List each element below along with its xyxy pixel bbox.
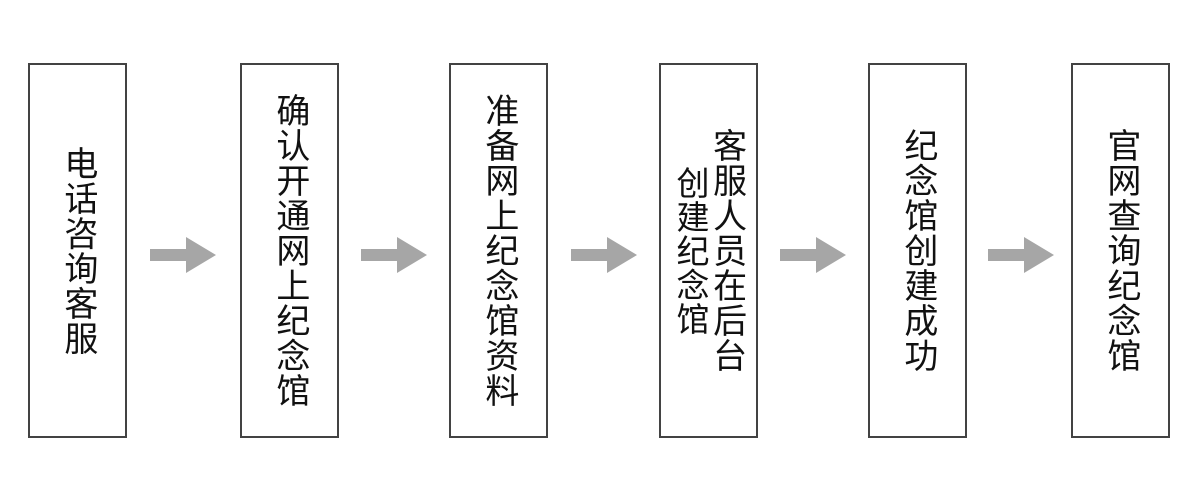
arrow-right-icon xyxy=(571,237,637,273)
arrow-right-icon xyxy=(988,237,1054,273)
arrow-right-icon xyxy=(150,237,216,273)
flow-node-step-1[interactable]: 电话咨询客服 xyxy=(28,63,127,438)
flow-node-label: 官网查询纪念馆 xyxy=(1100,128,1141,373)
flow-node-step-4[interactable]: 客服人员在后台 创建纪念馆 xyxy=(659,63,758,438)
arrow-right-icon xyxy=(361,237,427,273)
arrow-right-icon xyxy=(780,237,846,273)
flow-node-step-2[interactable]: 确认开通网上纪念馆 xyxy=(240,63,339,438)
flow-node-step-6[interactable]: 官网查询纪念馆 xyxy=(1071,63,1170,438)
flow-node-step-5[interactable]: 纪念馆创建成功 xyxy=(868,63,967,438)
flow-node-label-column-1: 客服人员在后台 xyxy=(706,128,747,373)
flow-node-label: 电话咨询客服 xyxy=(57,145,98,356)
flow-node-label-column-2: 创建纪念馆 xyxy=(670,165,710,336)
flow-node-label: 确认开通网上纪念馆 xyxy=(269,93,310,408)
flow-node-label: 纪念馆创建成功 xyxy=(897,128,938,373)
flow-node-label: 准备网上纪念馆资料 xyxy=(478,93,519,408)
flow-node-step-3[interactable]: 准备网上纪念馆资料 xyxy=(449,63,548,438)
